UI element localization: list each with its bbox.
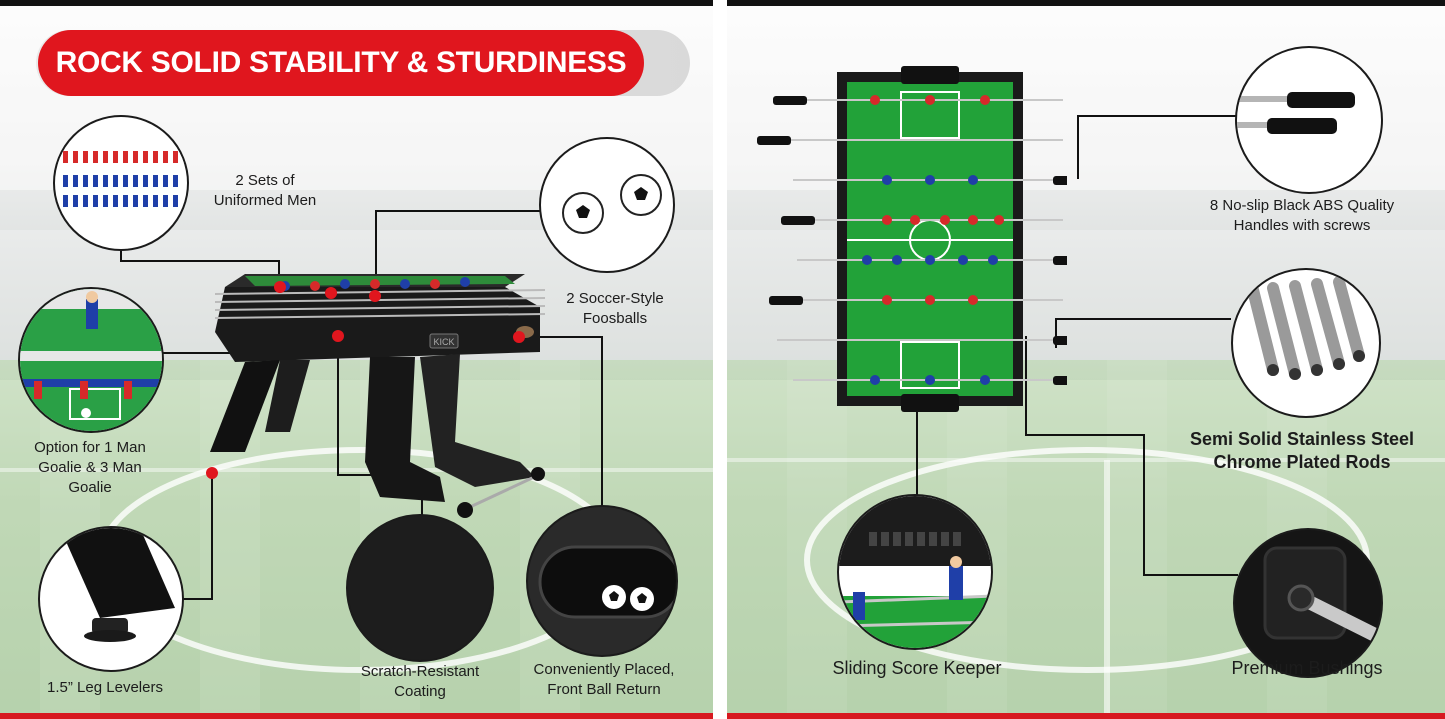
panel-gap xyxy=(713,0,727,719)
goalie-option-label: Option for 1 Man Goalie & 3 Man Goalie xyxy=(34,439,146,496)
folding-foosball-table: KICK xyxy=(210,274,546,518)
bushings-label: Premium Bushings xyxy=(1231,658,1383,678)
ball-return-label: Conveniently Placed, Front Ball Return xyxy=(533,661,675,698)
leg-levelers-circle xyxy=(38,526,184,672)
handles-circle xyxy=(1235,46,1383,194)
table-logo: KICK xyxy=(433,337,454,347)
ball-return-circle xyxy=(526,505,678,657)
coating-label: Scratch-Resistant Coating xyxy=(360,663,480,700)
leg-levelers-label: 1.5” Leg Levelers xyxy=(47,679,163,696)
rods-circle xyxy=(1231,268,1381,418)
uniformed-men-label: 2 Sets of Uniformed Men xyxy=(213,172,317,209)
uniformed-men-circle xyxy=(53,115,189,251)
callout-dot xyxy=(274,281,286,293)
top-bar xyxy=(0,0,713,6)
handles-label: 8 No-slip Black ABS Quality Handles with… xyxy=(1209,197,1395,234)
foosballs-label: 2 Soccer-Style Foosballs xyxy=(566,290,664,327)
coating-circle xyxy=(346,514,494,662)
score-keeper-label: Sliding Score Keeper xyxy=(832,658,1002,678)
callout-dot xyxy=(332,330,344,342)
goalie-option-circle xyxy=(18,287,164,433)
page-title: ROCK SOLID STABILITY & STURDINESS xyxy=(38,30,644,96)
callout-dot xyxy=(325,287,337,299)
left-panel: ROCK SOLID STABILITY & STURDINESS KICK xyxy=(0,0,713,719)
callout-dot xyxy=(206,467,218,479)
top-bar xyxy=(727,0,1445,6)
callout-dot xyxy=(513,331,525,343)
bushings-circle xyxy=(1233,528,1383,678)
score-keeper-circle xyxy=(837,494,993,650)
rods-label: Semi Solid Stainless Steel Chrome Plated… xyxy=(1189,429,1415,472)
foosball-table-top-view xyxy=(757,66,1067,412)
foosballs-circle xyxy=(539,137,675,273)
bottom-bar xyxy=(727,713,1445,719)
bottom-bar xyxy=(0,713,713,719)
right-panel: 8 No-slip Black ABS Quality Handles with… xyxy=(727,0,1445,719)
callout-dot xyxy=(369,290,381,302)
